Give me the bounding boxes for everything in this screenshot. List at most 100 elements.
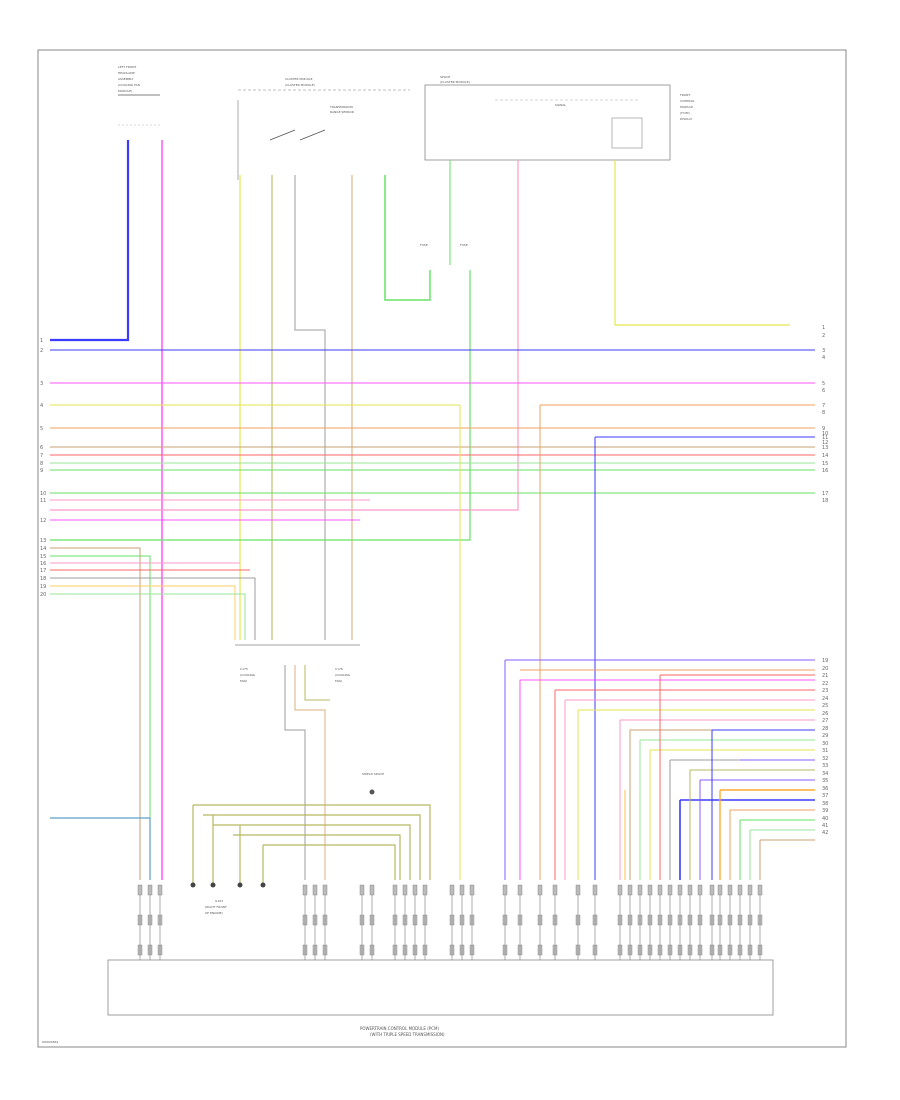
left-pin-number: 4: [40, 403, 43, 409]
svg-text:OF ENGINE): OF ENGINE): [205, 911, 223, 915]
connector-pin: [422, 884, 428, 896]
connector-pin: [647, 884, 653, 896]
right-pin-number: 41: [822, 823, 828, 829]
right-pin-number: 15: [822, 461, 828, 467]
horizontal-bus: [50, 349, 815, 880]
svg-text:(WITH TRIPLE SPEED TRANSMISSIO: (WITH TRIPLE SPEED TRANSMISSION): [370, 1032, 445, 1037]
connector-pin: [717, 884, 723, 896]
connector-pin: [627, 884, 633, 896]
right-pin-number: 30: [822, 741, 828, 747]
top-left-connector: LEFT FRONT HEADLAMP ASSEMBLY (COOLING FA…: [118, 65, 160, 126]
svg-text:MODULE): MODULE): [118, 89, 132, 93]
left-pin-number: 6: [40, 445, 43, 451]
left-lower-bus: [50, 547, 256, 880]
left-pin-number: 10: [40, 491, 46, 497]
connector-pin: [137, 884, 143, 896]
right-pin-number: 16: [822, 468, 828, 474]
right-pin-number: 24: [822, 696, 828, 702]
right-pin-number: 8: [822, 410, 825, 416]
left-pin-number: 18: [40, 576, 46, 582]
left-pin-number: 3: [40, 381, 43, 387]
svg-text:FUSE: FUSE: [420, 243, 428, 247]
right-pin-number: 23: [822, 688, 828, 694]
right-pin-number: 40: [822, 816, 828, 822]
left-pin-number: 12: [40, 518, 46, 524]
connector-pin: [147, 884, 153, 896]
right-pin-number: 22: [822, 681, 828, 687]
right-pin-number: 11: [822, 435, 828, 441]
top-center-switch: CLUSTER MODULE (CLUSTER MODULE) TRANSMIS…: [237, 77, 410, 180]
right-pin-number: 36: [822, 786, 828, 792]
left-pin-number: 15: [40, 554, 46, 560]
right-pin-number: 29: [822, 733, 828, 739]
connector-pin: [667, 884, 673, 896]
left-pin-number: 7: [40, 453, 43, 459]
connector-pin: [302, 884, 308, 896]
connector-pin: [592, 884, 598, 896]
left-pin-number: 20: [40, 592, 46, 598]
pcm-module-box: POWERTRAIN CONTROL MODULE (PCM) (WITH TR…: [107, 959, 774, 1037]
connector-pin: [369, 884, 375, 896]
right-pin-number: 26: [822, 711, 828, 717]
right-pin-number: 25: [822, 703, 828, 709]
svg-text:MODULE: MODULE: [680, 105, 693, 109]
left-pin-number: 14: [40, 546, 46, 552]
connector-pin: [552, 884, 558, 896]
connector-pin: [757, 884, 763, 896]
right-pin-number: 5: [822, 381, 825, 387]
connector-pin: [727, 884, 733, 896]
svg-text:SPLICE: SPLICE: [440, 75, 450, 79]
svg-text:DISPLAY: DISPLAY: [680, 117, 692, 121]
connector-pin: [657, 884, 663, 896]
right-pin-number: 2: [822, 333, 825, 339]
right-pin-number: 31: [822, 748, 828, 754]
left-pin-number: 16: [40, 561, 46, 567]
svg-text:(COOLING: (COOLING: [335, 673, 351, 677]
connector-pin: [637, 884, 643, 896]
left-pin-number: 1: [40, 338, 43, 344]
svg-text:SIGNAL: SIGNAL: [555, 103, 566, 107]
connector-pin: [402, 884, 408, 896]
right-pin-number: 7: [822, 403, 825, 409]
right-pin-number: 21: [822, 673, 828, 679]
right-pin-number: 6: [822, 388, 825, 394]
connector-pin: [359, 884, 365, 896]
footer-code: W0004562: [42, 1040, 58, 1044]
right-pin-number: 20: [822, 666, 828, 672]
top-right-module: SPLICE (CLUSTER MODULE) SIGNAL FRONT CON…: [424, 75, 695, 161]
svg-text:FRONT: FRONT: [680, 93, 690, 97]
connector-pin: [449, 884, 455, 896]
left-pin-number: 9: [40, 468, 43, 474]
svg-text:FUSE: FUSE: [460, 243, 468, 247]
right-pin-number: 37: [822, 793, 828, 799]
svg-text:HEADLAMP: HEADLAMP: [118, 71, 135, 75]
svg-text:G103: G103: [215, 899, 223, 903]
diagram-frame: [37, 49, 847, 1048]
connector-pin: [469, 884, 475, 896]
right-pin-number: 14: [822, 453, 828, 459]
right-pin-number: 39: [822, 808, 828, 814]
pcm-connector-pins: [137, 884, 763, 960]
right-pin-number: 17: [822, 491, 828, 497]
svg-text:C176: C176: [335, 667, 343, 671]
connector-pin: [392, 884, 398, 896]
right-pin-number: 12: [822, 440, 828, 446]
svg-text:C175: C175: [240, 667, 248, 671]
svg-text:(COOLING FAN: (COOLING FAN: [118, 83, 140, 87]
wire-blue-top: [50, 140, 130, 342]
right-pin-number: 3: [822, 348, 825, 354]
right-side-numbers: 1234567891011121314151617181920212223242…: [822, 325, 828, 836]
left-pin-number: 17: [40, 568, 46, 574]
connector-pin: [312, 884, 318, 896]
right-pin-number: 27: [822, 718, 828, 724]
left-pin-number: 8: [40, 461, 43, 467]
svg-text:SHIELD SPLICE: SHIELD SPLICE: [362, 772, 384, 776]
shield-splice: SHIELD SPLICE: [362, 772, 384, 795]
connector-pin: [157, 884, 163, 896]
connector-pin: [617, 884, 623, 896]
connector-pin: [459, 884, 465, 896]
left-pin-number: 11: [40, 498, 46, 504]
right-pin-number: 10: [822, 431, 828, 437]
connector-pin: [687, 884, 693, 896]
